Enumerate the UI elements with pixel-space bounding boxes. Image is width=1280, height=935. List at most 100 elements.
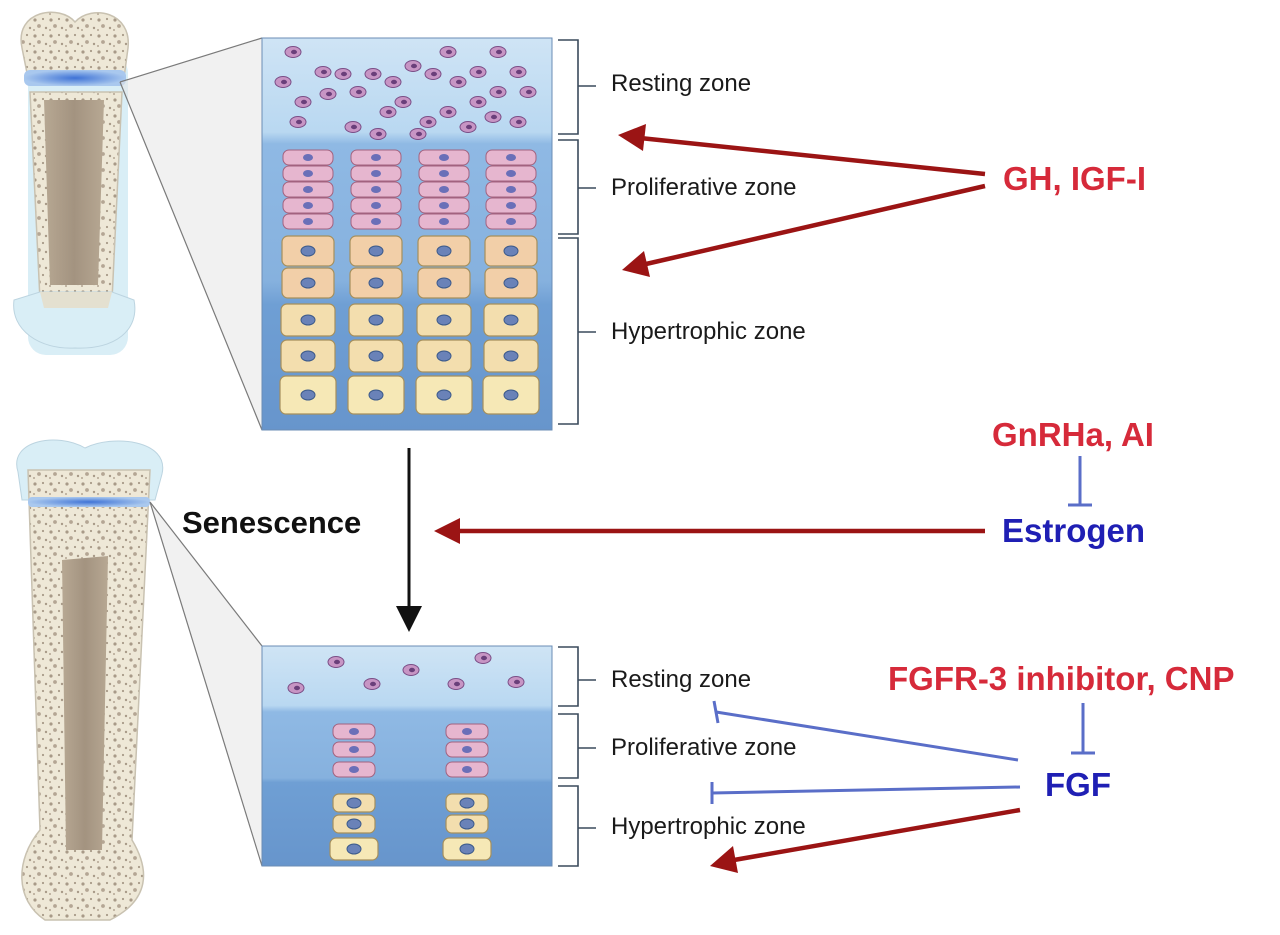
cell-nucleus — [446, 49, 452, 55]
gh-to-hypertrophic-arrow — [645, 183, 986, 267]
cell-nucleus — [496, 49, 502, 55]
bottom-proliferative-zone-label: Proliferative zone — [611, 734, 797, 761]
cell-nucleus — [503, 389, 519, 401]
cell-nucleus — [300, 389, 316, 401]
fgf-inhibits-proliferative — [711, 785, 1021, 795]
cell-nucleus — [368, 350, 384, 362]
cell-nucleus — [466, 124, 472, 130]
cell-nucleus — [300, 277, 316, 289]
cell-nucleus — [481, 655, 487, 661]
cell-nucleus — [462, 728, 472, 735]
fgfr3-cnp-label: FGFR-3 inhibitor, CNP — [888, 660, 1235, 697]
cell-nucleus — [356, 89, 362, 95]
top-bone-illustration — [13, 11, 136, 355]
cell-nucleus — [294, 685, 300, 691]
cell-nucleus — [454, 681, 460, 687]
cell-nucleus — [349, 766, 359, 773]
cell-nucleus — [351, 124, 357, 130]
cell-nucleus — [291, 49, 297, 55]
cell-nucleus — [371, 170, 381, 177]
cell-nucleus — [516, 69, 522, 75]
cell-nucleus — [371, 186, 381, 193]
cell-nucleus — [459, 797, 475, 809]
top-hypertrophic-bracket — [558, 237, 596, 425]
top-proliferative-bracket — [558, 139, 596, 235]
bottom-resting-zone-label: Resting zone — [611, 666, 752, 693]
cell-nucleus — [368, 277, 384, 289]
cell-nucleus — [371, 218, 381, 225]
cell-nucleus — [439, 170, 449, 177]
cell-nucleus — [439, 202, 449, 209]
cell-nucleus — [409, 667, 415, 673]
bottom-hypertrophic-bracket — [558, 785, 596, 867]
cell-nucleus — [462, 766, 472, 773]
senescence-arrow — [396, 448, 422, 632]
top-resting-zone-label: Resting zone — [611, 70, 752, 97]
cell-nucleus — [411, 63, 417, 69]
cell-nucleus — [321, 69, 327, 75]
cell-nucleus — [503, 314, 519, 326]
top-panel-cells — [274, 46, 540, 415]
cell-nucleus — [431, 71, 437, 77]
gh-to-proliferative-arrow — [639, 135, 986, 177]
fgf-to-hypertrophic-arrow — [733, 807, 1021, 863]
cell-nucleus — [368, 245, 384, 257]
cell-nucleus — [391, 79, 397, 85]
top-hypertrophic-zone-label: Hypertrophic zone — [611, 318, 806, 345]
cell-nucleus — [459, 843, 475, 855]
cell-nucleus — [456, 79, 462, 85]
top-resting-bracket — [558, 39, 596, 135]
cell-nucleus — [506, 218, 516, 225]
cell-nucleus — [303, 186, 313, 193]
cell-nucleus — [439, 154, 449, 161]
cell-nucleus — [296, 119, 302, 125]
cell-nucleus — [326, 91, 332, 97]
fgf-resting-inhibit-bar — [712, 700, 720, 724]
cell-nucleus — [346, 797, 362, 809]
fgf-inhibits-resting — [715, 710, 1019, 762]
bottom-growth-plate-panel — [261, 645, 553, 867]
cell-nucleus — [303, 202, 313, 209]
bottom-panel-cells — [287, 652, 525, 861]
cell-nucleus — [349, 728, 359, 735]
cell-nucleus — [303, 154, 313, 161]
cell-nucleus — [281, 79, 287, 85]
cell-nucleus — [503, 245, 519, 257]
cell-nucleus — [303, 170, 313, 177]
cell-nucleus — [300, 245, 316, 257]
gnrha-ai-label: GnRHa, AI — [992, 416, 1154, 453]
cell-nucleus — [401, 99, 407, 105]
top-proliferative-zone-label: Proliferative zone — [611, 174, 797, 201]
cell-nucleus — [368, 389, 384, 401]
cell-nucleus — [514, 679, 520, 685]
cell-nucleus — [436, 245, 452, 257]
cell-nucleus — [370, 681, 376, 687]
cell-nucleus — [526, 89, 532, 95]
cell-nucleus — [371, 71, 377, 77]
cell-nucleus — [416, 131, 422, 137]
fgf-label: FGF — [1045, 766, 1111, 803]
cell-nucleus — [506, 202, 516, 209]
bottom-hypertrophic-zone-label: Hypertrophic zone — [611, 813, 806, 840]
cell-nucleus — [301, 99, 307, 105]
cell-nucleus — [476, 69, 482, 75]
cell-nucleus — [436, 277, 452, 289]
cell-nucleus — [349, 746, 359, 753]
cell-nucleus — [439, 218, 449, 225]
cell-nucleus — [436, 389, 452, 401]
cell-nucleus — [300, 350, 316, 362]
cell-nucleus — [371, 154, 381, 161]
cell-nucleus — [476, 99, 482, 105]
cell-nucleus — [334, 659, 340, 665]
cell-nucleus — [446, 109, 452, 115]
cell-nucleus — [300, 314, 316, 326]
cell-nucleus — [346, 843, 362, 855]
cell-nucleus — [303, 218, 313, 225]
cell-nucleus — [459, 818, 475, 830]
cell-nucleus — [426, 119, 432, 125]
gh-igf-label: GH, IGF-I — [1003, 160, 1146, 197]
cell-nucleus — [462, 746, 472, 753]
cell-nucleus — [491, 114, 497, 120]
cell-nucleus — [386, 109, 392, 115]
